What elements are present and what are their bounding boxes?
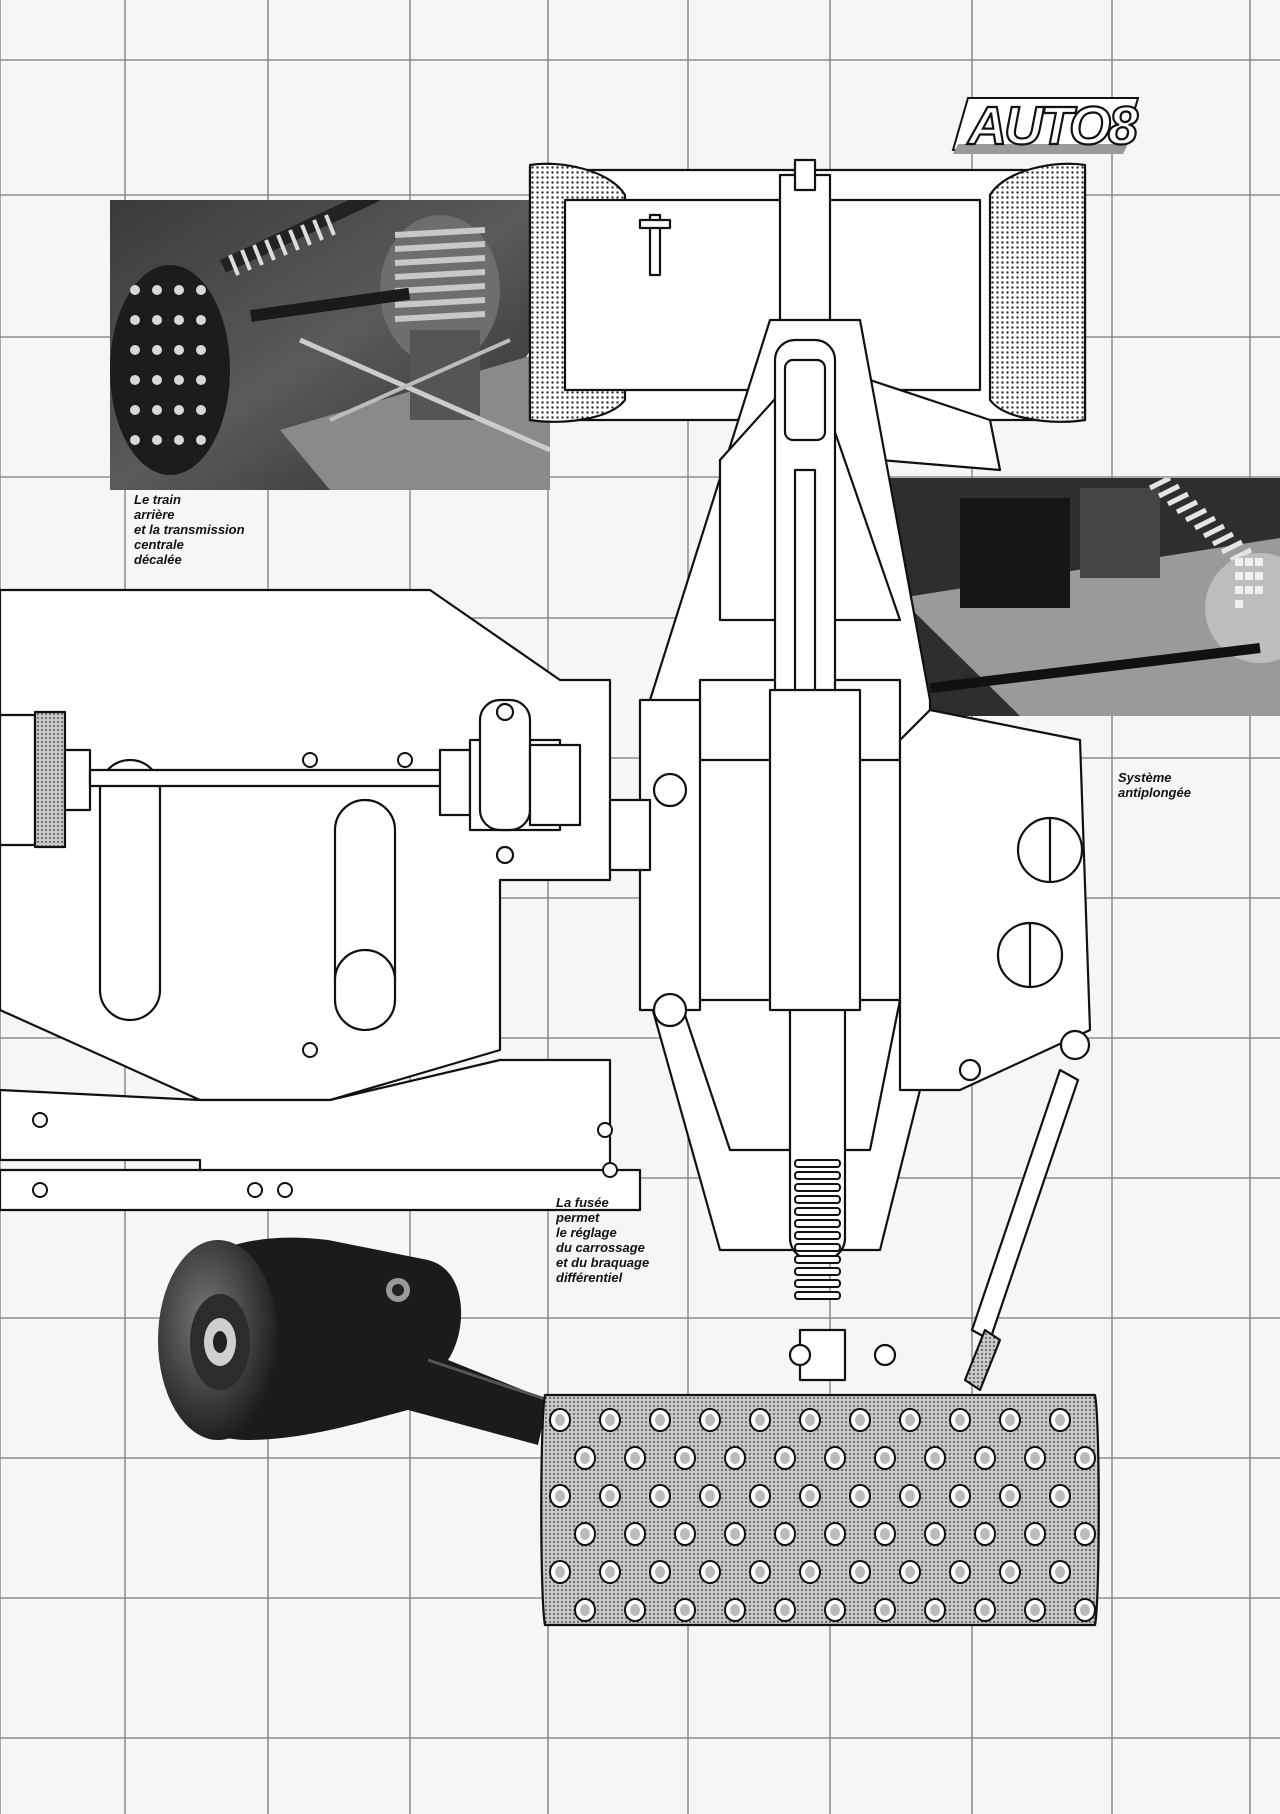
stub-axle-photo <box>158 1237 548 1445</box>
chassis-technical-drawing <box>0 158 1100 1627</box>
caption-stub-axle: La fusée permet le réglage du carrossage… <box>556 1195 649 1285</box>
auto8-logo-text: AUTO8 <box>966 96 1138 156</box>
auto8-logo: AUTO8 <box>951 95 1142 157</box>
rear-train-photo <box>110 200 550 490</box>
caption-line: et la transmission <box>134 522 245 537</box>
caption-line: du carrossage <box>556 1240 645 1255</box>
caption-line: antiplongée <box>1118 785 1191 800</box>
caption-line: permet <box>556 1210 600 1225</box>
caption-line: Système <box>1118 770 1172 785</box>
caption-line: La fusée <box>556 1195 609 1210</box>
caption-line: et du braquage <box>556 1255 650 1270</box>
caption-line: décalée <box>134 552 182 567</box>
caption-line: arrière <box>134 507 175 522</box>
caption-line: Le train <box>134 492 181 507</box>
caption-line: le réglage <box>556 1225 617 1240</box>
caption-line: centrale <box>134 537 184 552</box>
caption-anti-dive: Système antiplongée <box>1118 770 1191 800</box>
caption-line: différentiel <box>556 1270 623 1285</box>
caption-rear-train: Le train arrière et la transmission cent… <box>134 492 245 567</box>
